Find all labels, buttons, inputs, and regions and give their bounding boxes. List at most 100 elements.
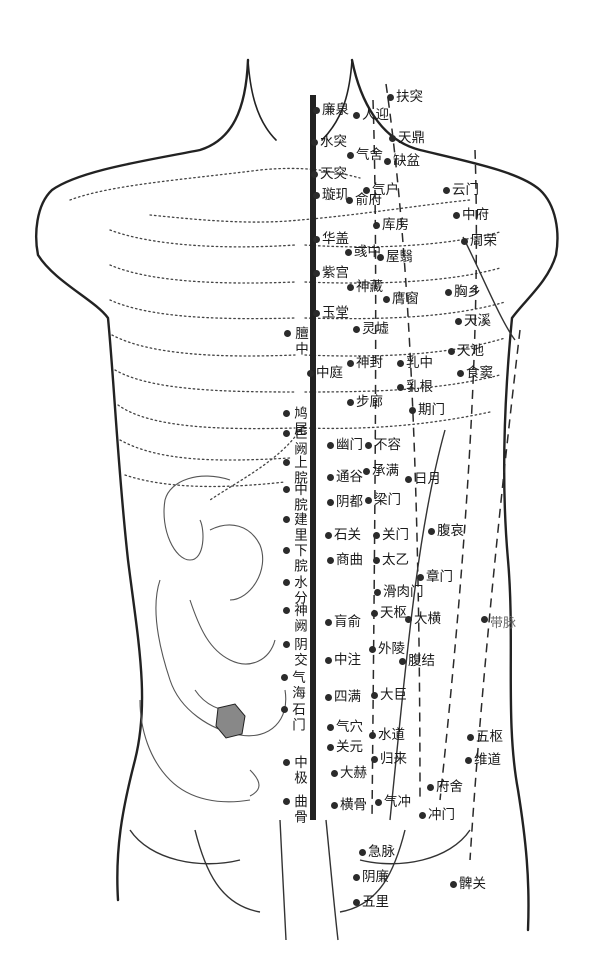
point-tanzhong: 膻中 xyxy=(292,326,308,357)
acupoint-dot xyxy=(374,589,381,596)
point-futu: 扶突 xyxy=(396,89,423,105)
point-zhourong: 周荣 xyxy=(470,233,497,249)
point-weidao: 维道 xyxy=(474,752,501,768)
point-qimen: 期门 xyxy=(418,402,445,418)
point-shangqu: 商曲 xyxy=(336,552,363,568)
point-liangmen: 梁门 xyxy=(374,492,401,508)
point-yingchuang: 膺窗 xyxy=(392,291,419,307)
acupoint-dot xyxy=(325,532,332,539)
point-yinjiao: 阴交 xyxy=(291,637,307,668)
acupoint-dot xyxy=(369,646,376,653)
acupoint-dot xyxy=(283,798,290,805)
acupoint-dot xyxy=(353,874,360,881)
acupoint-dot xyxy=(331,770,338,777)
point-quepen: 缺盆 xyxy=(393,153,420,169)
acupoint-dot xyxy=(405,476,412,483)
kidney-meridian xyxy=(371,99,377,821)
point-shangwan: 上脘 xyxy=(291,455,307,486)
point-dahe: 大赫 xyxy=(340,765,367,781)
point-chongmen: 冲门 xyxy=(428,807,455,823)
acupoint-dot xyxy=(427,784,434,791)
acupoint-dot xyxy=(445,289,452,296)
acupoint-dot xyxy=(363,468,370,475)
point-wailing: 外陵 xyxy=(378,641,405,657)
acupoint-dot xyxy=(284,330,291,337)
point-huaroumen: 滑肉门 xyxy=(383,584,424,600)
acupoint-dot xyxy=(397,384,404,391)
acupoint-dot xyxy=(313,192,320,199)
acupoint-dot xyxy=(311,139,318,146)
point-zhongwan: 中脘 xyxy=(291,482,307,513)
rib-r3 xyxy=(304,301,506,320)
point-jiuwei: 鸠尾 xyxy=(291,406,307,437)
acupoint-dot xyxy=(457,370,464,377)
point-burong: 不容 xyxy=(374,437,401,453)
point-lingxu: 灵墟 xyxy=(362,321,389,337)
acupoint-dot xyxy=(467,734,474,741)
rib-r4 xyxy=(304,337,506,357)
spleen-meridian xyxy=(439,149,478,801)
acupoint-dot xyxy=(371,610,378,617)
point-xiongxiang: 胸乡 xyxy=(454,284,481,300)
acupoint-dot xyxy=(327,724,334,731)
gallbladder-meridian xyxy=(469,329,521,861)
acupoint-dot xyxy=(347,399,354,406)
point-tianxi: 天溪 xyxy=(464,313,491,329)
point-jimai: 急脉 xyxy=(368,844,395,860)
body-outline-right xyxy=(350,58,559,932)
acupoint-dot xyxy=(283,430,290,437)
acupoint-dot xyxy=(383,296,390,303)
rib-r1 xyxy=(304,231,501,248)
point-guilai: 归来 xyxy=(380,751,407,767)
acupoint-dot xyxy=(453,212,460,219)
acupoint-dot xyxy=(283,759,290,766)
point-huangshu: 肓俞 xyxy=(334,614,361,630)
rib-l8 xyxy=(124,474,286,488)
acupoint-dot xyxy=(283,579,290,586)
acupoint-dot xyxy=(443,187,450,194)
acupoint-dot xyxy=(313,270,320,277)
acupoint-dot xyxy=(325,694,332,701)
pelvis xyxy=(129,819,471,941)
point-henggu: 横骨 xyxy=(340,797,367,813)
acupoint-dot xyxy=(461,238,468,245)
acupoint-dot xyxy=(373,532,380,539)
acupoint-dot xyxy=(384,158,391,165)
point-wuyi: 屋翳 xyxy=(386,249,413,265)
acupoint-dot xyxy=(325,657,332,664)
point-zigong: 紫宫 xyxy=(322,265,349,281)
acupoint-dot xyxy=(347,284,354,291)
point-yindu: 阴都 xyxy=(336,494,363,510)
acupoint-dot xyxy=(371,692,378,699)
intestines xyxy=(139,475,287,803)
acupoint-dot xyxy=(313,236,320,243)
acupoint-dot xyxy=(450,881,457,888)
acupoint-dot xyxy=(311,171,318,178)
acupoint-dot xyxy=(327,744,334,751)
point-qihu: 气户 xyxy=(372,182,399,198)
acupoint-dot xyxy=(448,348,455,355)
acupoint-dot xyxy=(397,360,404,367)
rib-l6 xyxy=(117,404,296,430)
acupoint-dot xyxy=(313,107,320,114)
point-siman: 四满 xyxy=(334,689,361,705)
point-fujie: 腹结 xyxy=(408,653,435,669)
point-riyue: 日月 xyxy=(414,471,441,487)
point-shencang: 神藏 xyxy=(356,279,383,295)
acupoint-dot xyxy=(389,135,396,142)
acupoint-dot xyxy=(428,528,435,535)
acupoint-dot xyxy=(373,557,380,564)
point-biguan: 髀关 xyxy=(459,876,486,892)
neck-right xyxy=(321,59,353,141)
neck-left xyxy=(247,59,277,141)
point-qishe: 气舍 xyxy=(356,147,383,163)
point-qihai: 气海 xyxy=(289,670,305,701)
point-xuanji: 璇玑 xyxy=(322,187,349,203)
rib-l1 xyxy=(109,229,296,248)
point-tianchi: 天池 xyxy=(457,343,484,359)
acupoint-dot xyxy=(409,407,416,414)
point-ruzhong: 乳中 xyxy=(406,355,433,371)
point-guanyuan: 关元 xyxy=(336,739,363,755)
point-zhongzhu: 中注 xyxy=(334,652,361,668)
acupoint-dot xyxy=(347,152,354,159)
